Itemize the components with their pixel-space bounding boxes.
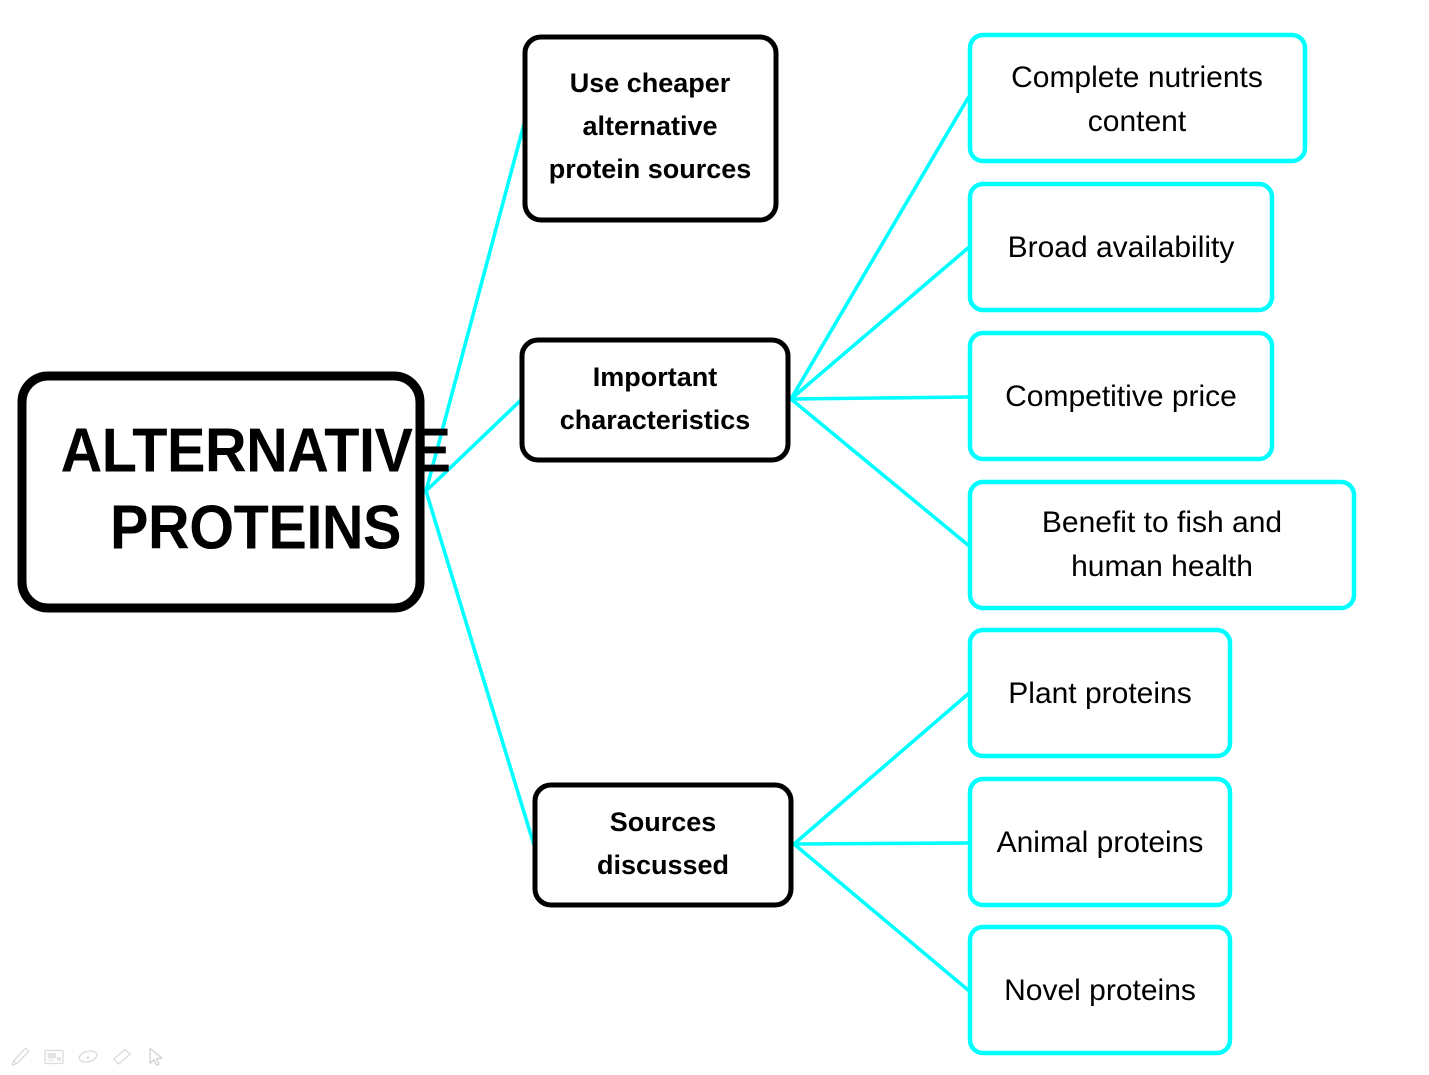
- leaf-node-benefit-to-fish-and-human-health[interactable]: Benefit to fish and human health: [967, 479, 1357, 611]
- central-node-label-line1: ALTERNATIVE: [61, 415, 451, 484]
- connector-ic-to-complete-nutrients-content: [789, 96, 970, 401]
- branch-box-sources-discussed: [532, 782, 794, 908]
- branch-node-important-characteristics[interactable]: Important characteristics: [519, 337, 791, 463]
- leaf-box-plant-proteins: [967, 627, 1233, 759]
- branch-label-use-cheaper-line1: Use cheaper: [570, 68, 731, 98]
- connector-central-to-sources-discussed: [424, 489, 536, 847]
- connector-group-important-characteristics: [789, 96, 970, 547]
- leaf-label-plant-proteins: Plant proteins: [1008, 677, 1191, 710]
- leaf-node-animal-proteins[interactable]: Animal proteins: [967, 776, 1233, 908]
- leaf-node-complete-nutrients-content[interactable]: Complete nutrients content: [967, 32, 1308, 164]
- cursor-icon[interactable]: [144, 1045, 168, 1069]
- branch-label-sources-discussed-line1: Sources: [610, 807, 717, 837]
- leaf-label-complete-nutrients-content-line1: Complete nutrients: [1011, 61, 1263, 94]
- highlighter-icon[interactable]: [42, 1045, 66, 1069]
- connector-central-to-use-cheaper: [424, 122, 526, 493]
- eraser-icon[interactable]: [110, 1045, 134, 1069]
- leaf-label-benefit-line2: human health: [1071, 550, 1253, 583]
- branch-label-sources-discussed-line2: discussed: [597, 850, 729, 880]
- branch-node-use-cheaper-alternative-protein-sources[interactable]: Use cheaper alternative protein sources: [522, 34, 779, 223]
- central-node[interactable]: ALTERNATIVE PROTEINS: [17, 371, 451, 613]
- branch-label-important-characteristics-line1: Important: [593, 362, 718, 392]
- leaf-label-broad-availability: Broad availability: [1008, 231, 1235, 264]
- branch-label-use-cheaper-line3: protein sources: [549, 154, 752, 184]
- connector-sd-to-animal-proteins: [792, 841, 970, 846]
- leaf-box-competitive-price: [967, 330, 1275, 462]
- connector-central-to-important-characteristics: [424, 398, 523, 493]
- branch-label-use-cheaper-line2: alternative: [582, 111, 717, 141]
- lasso-icon[interactable]: [76, 1045, 100, 1069]
- connector-group-sources-discussed: [792, 692, 970, 992]
- leaf-box-novel-proteins: [967, 924, 1233, 1056]
- branch-label-important-characteristics-line2: characteristics: [560, 405, 751, 435]
- leaf-box-animal-proteins: [967, 776, 1233, 908]
- connector-ic-to-competitive-price: [789, 395, 970, 401]
- leaf-box-complete-nutrients-content: [967, 32, 1308, 164]
- leaf-label-complete-nutrients-content-line2: content: [1088, 105, 1187, 138]
- leaf-label-benefit-line1: Benefit to fish and: [1042, 506, 1282, 539]
- leaf-node-competitive-price[interactable]: Competitive price: [967, 330, 1275, 462]
- branch-box-important-characteristics: [519, 337, 791, 463]
- leaf-label-animal-proteins: Animal proteins: [997, 826, 1204, 859]
- leaf-node-novel-proteins[interactable]: Novel proteins: [967, 924, 1233, 1056]
- central-node-box: [17, 371, 425, 613]
- leaf-box-benefit-to-fish-and-human-health: [967, 479, 1357, 611]
- leaf-node-broad-availability[interactable]: Broad availability: [967, 181, 1275, 313]
- branch-node-sources-discussed[interactable]: Sources discussed: [532, 782, 794, 908]
- leaf-node-plant-proteins[interactable]: Plant proteins: [967, 627, 1233, 759]
- connector-sd-to-novel-proteins: [792, 842, 970, 992]
- central-node-label-line2: PROTEINS: [110, 492, 401, 561]
- leaf-label-novel-proteins: Novel proteins: [1004, 974, 1196, 1007]
- connector-ic-to-broad-availability: [789, 246, 970, 401]
- branch-box-use-cheaper: [522, 34, 779, 223]
- pen-icon[interactable]: [8, 1045, 32, 1069]
- leaf-label-competitive-price: Competitive price: [1005, 380, 1237, 413]
- connector-sd-to-plant-proteins: [792, 692, 970, 846]
- annotation-toolbar[interactable]: [8, 1045, 168, 1069]
- leaf-box-broad-availability: [967, 181, 1275, 313]
- connector-ic-to-benefit-to-fish-and-human-health: [789, 397, 970, 547]
- connector-group-central: [424, 122, 536, 847]
